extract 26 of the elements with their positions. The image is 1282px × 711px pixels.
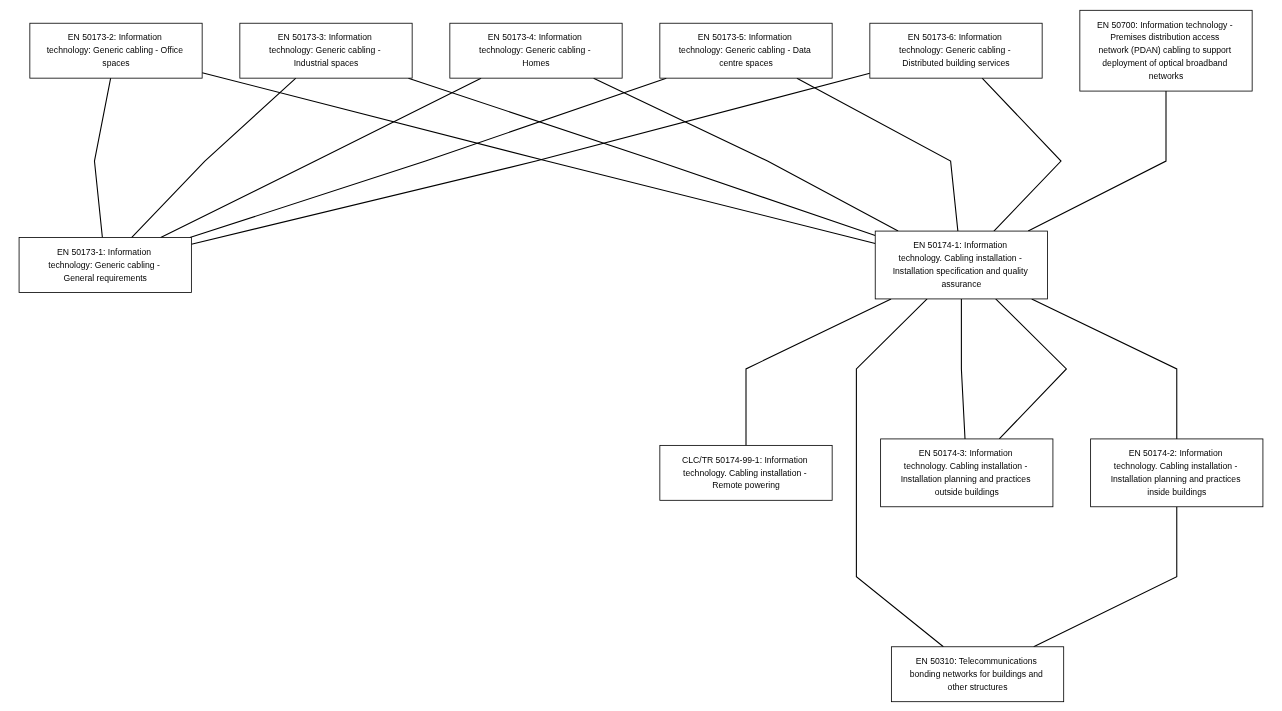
node-box: EN 50174-2: Information technology. Cabling installation - Installation planning and practices inside buildings	[1090, 438, 1264, 507]
node-box: EN 50700: Information technology - Premises distribution access network (PDAN) cabling to support deployment of optical broadband networks	[1079, 9, 1253, 91]
node-box: EN 50174-3: Information technology. Cabling installation - Installation planning and practices outside buildings	[880, 438, 1054, 507]
connector	[160, 77, 482, 238]
node-box: EN 50173-3: Information technology: Generic cabling - Industrial spaces	[239, 22, 413, 79]
connector	[189, 77, 667, 238]
node-box: EN 50173-5: Information technology: Generic cabling - Data centre spaces	[659, 22, 833, 79]
node-box: CLC/TR 50174-99-1: Information technology. Cabling installation - Remote powering	[659, 444, 833, 501]
connector	[593, 77, 899, 232]
node-box: EN 50310: Telecommunications bonding networks for buildings and other structures	[890, 645, 1065, 702]
node-box: EN 50173-6: Information technology: Generic cabling - Distributed building services	[869, 22, 1043, 79]
connector	[745, 297, 892, 446]
node-box: EN 50173-4: Information technology: Generic cabling - Homes	[449, 22, 623, 79]
connector	[960, 297, 966, 439]
node-box: EN 50173-1: Information technology: Generic cabling - General requirements	[18, 236, 192, 293]
connector	[1031, 297, 1178, 439]
node-box: EN 50173-2: Information technology: Generic cabling - Office spaces	[29, 22, 203, 79]
connector	[995, 297, 1068, 439]
connector	[93, 77, 112, 238]
connector	[796, 77, 959, 232]
connector	[407, 77, 876, 236]
node-box: EN 50174-1: Information technology. Cabling installation - Installation specification and quality assurance	[874, 230, 1048, 299]
connector	[1033, 505, 1178, 647]
connector	[855, 297, 944, 647]
connector	[131, 77, 297, 238]
connector	[981, 77, 1062, 232]
